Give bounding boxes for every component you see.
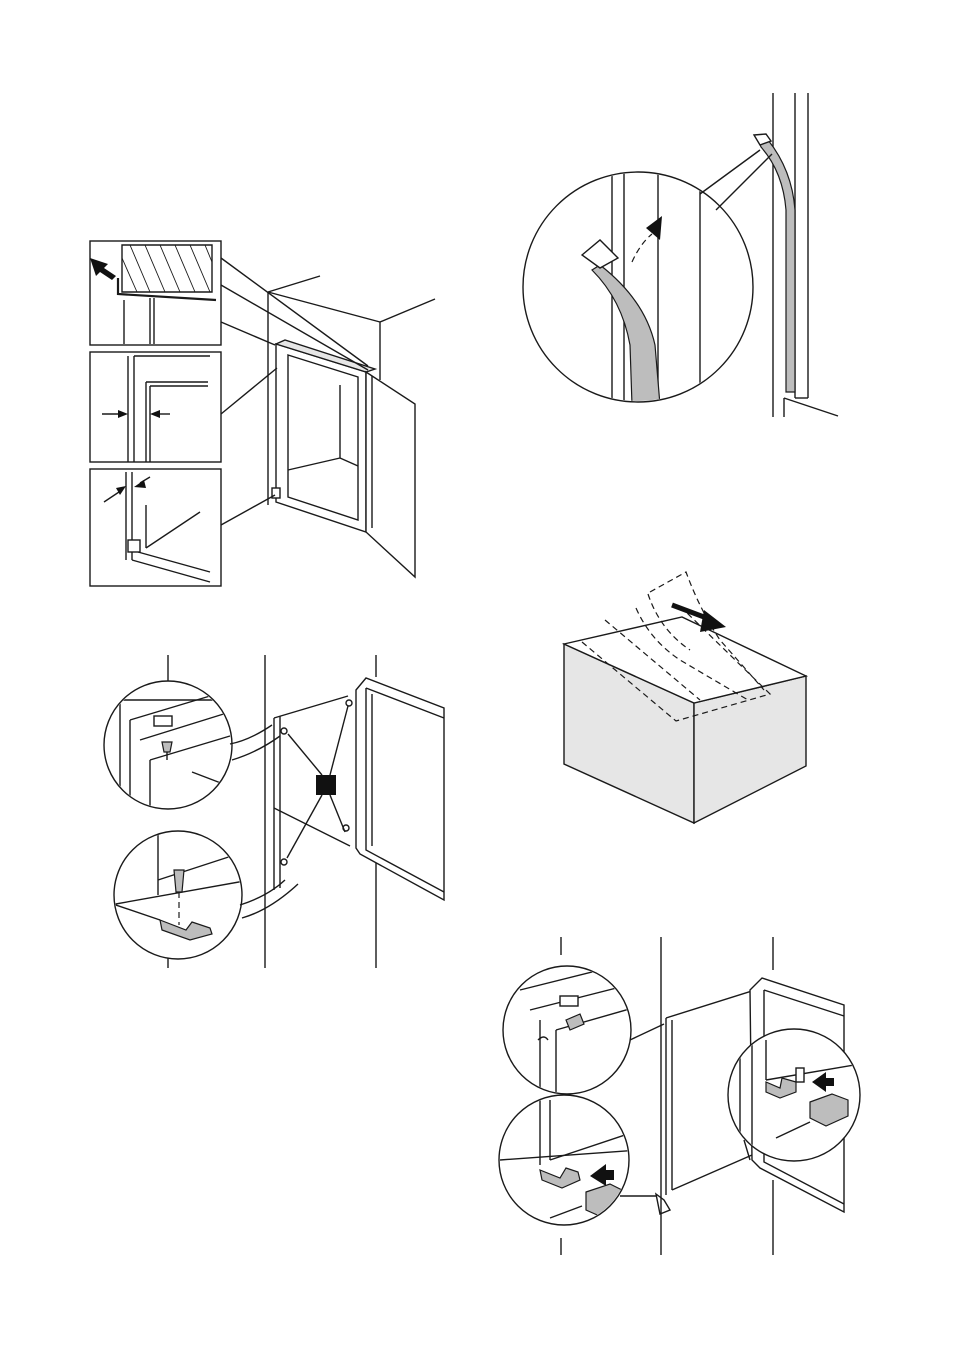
hinge-covers-figure xyxy=(499,937,860,1255)
step-marker-icon xyxy=(316,775,336,795)
screw-hinges-figure xyxy=(104,655,444,968)
cabinet-alignment-figure xyxy=(90,241,435,586)
remove-tape-figure xyxy=(564,572,806,823)
seal-strip-figure xyxy=(523,93,838,417)
